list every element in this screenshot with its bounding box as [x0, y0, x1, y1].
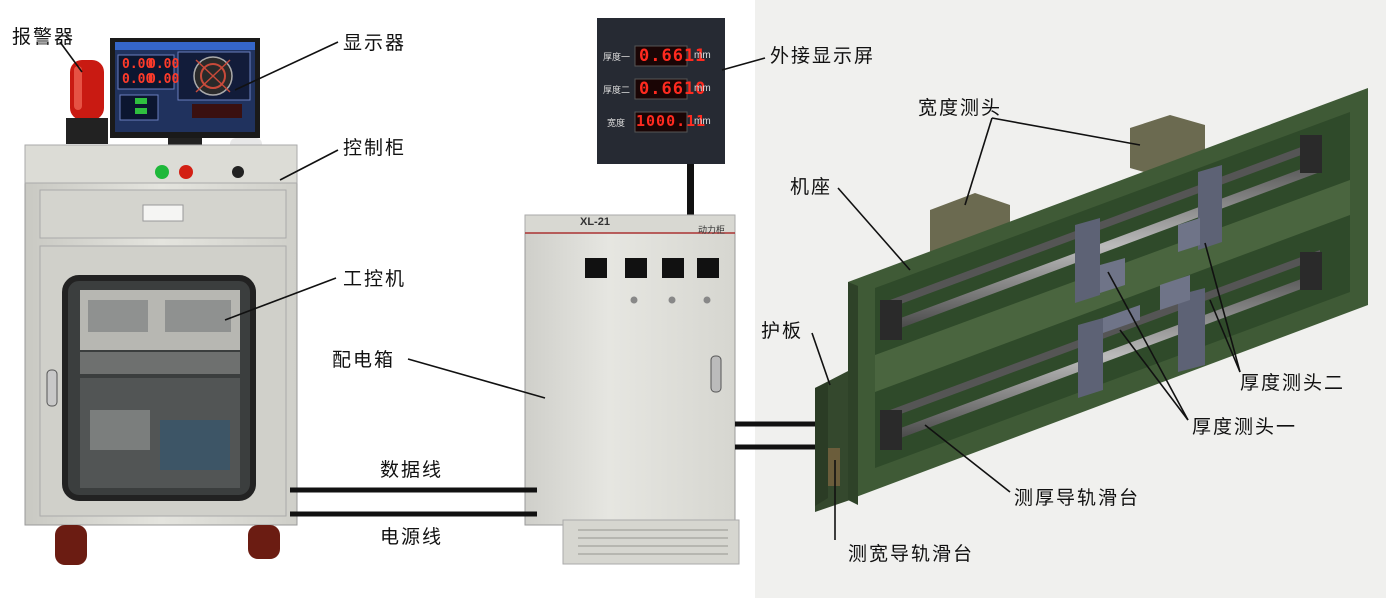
ext-row-2-name: 厚度二 — [603, 85, 631, 95]
leader-lines — [59, 41, 1241, 540]
ext-row-3-value: 1000.11 — [636, 112, 707, 130]
label-thickness-rail-slide: 测厚导轨滑台 — [1014, 487, 1141, 509]
label-power-line: 电源线 — [380, 526, 444, 548]
label-ipc: 工控机 — [343, 268, 407, 290]
ext-row-1-value: 0.6611 — [639, 46, 707, 66]
ext-row-2-value: 0.6610 — [639, 79, 707, 99]
label-width-rail-slide: 测宽导轨滑台 — [848, 543, 975, 565]
machine — [815, 88, 1368, 512]
ext-row-1-name: 厚度一 — [603, 52, 631, 62]
label-guard-plate: 护板 — [761, 320, 804, 342]
external-display — [597, 18, 725, 226]
label-distribution-box: 配电箱 — [332, 349, 396, 371]
monitor-value-4: 0.00 — [148, 72, 180, 87]
label-width-probe: 宽度测头 — [918, 97, 1003, 119]
label-alarm: 报警器 — [12, 26, 76, 48]
distribution-box — [524, 214, 740, 565]
ext-row-3-name: 宽度 — [607, 118, 626, 128]
monitor-value-2: 0.00 — [148, 57, 180, 72]
label-thickness-probe-2: 厚度测头二 — [1240, 372, 1346, 394]
monitor-value-1: 0.00 — [122, 57, 154, 72]
box-model: XL-21 — [580, 216, 610, 228]
label-cabinet: 控制柜 — [343, 137, 407, 159]
label-data-line: 数据线 — [380, 459, 444, 481]
label-external-display: 外接显示屏 — [770, 45, 876, 67]
box-tag: 动力柜 — [698, 225, 726, 235]
control-cabinet — [24, 38, 298, 565]
label-base: 机座 — [790, 176, 833, 198]
label-thickness-probe-1: 厚度测头一 — [1192, 416, 1298, 438]
ext-row-1-unit: mm — [694, 50, 711, 61]
ext-row-3-unit: mm — [694, 116, 711, 127]
ext-row-2-unit: mm — [694, 83, 711, 94]
label-monitor: 显示器 — [343, 32, 407, 54]
monitor-value-3: 0.00 — [122, 72, 154, 87]
